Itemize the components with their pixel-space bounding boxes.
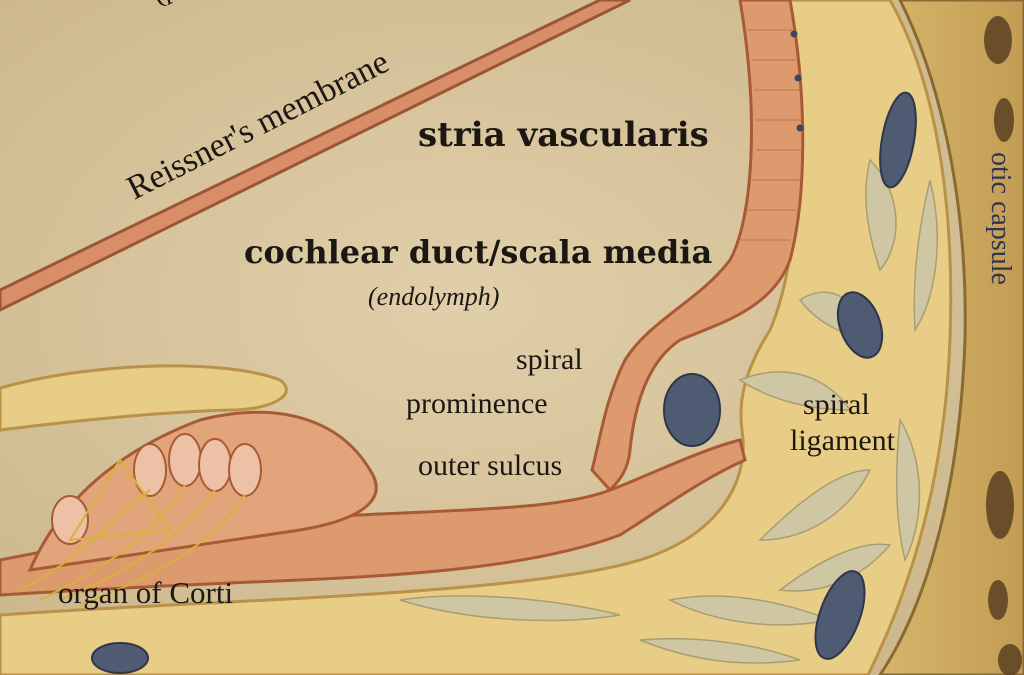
stria-dots bbox=[790, 30, 804, 132]
blood-vessels bbox=[91, 91, 917, 674]
hair-cells bbox=[51, 433, 262, 545]
reissners-membrane bbox=[0, 0, 631, 312]
otic-capsule-label: otic capsule bbox=[985, 152, 1016, 285]
stria-vascularis-band bbox=[590, 0, 805, 493]
endolymph-label: (endolymph) bbox=[368, 282, 500, 311]
organ-of-corti-label: organ of Corti bbox=[58, 575, 234, 610]
ligament-fibers bbox=[399, 158, 938, 664]
cochlear-duct-label: cochlear duct/scala media bbox=[244, 233, 713, 271]
tectorial-membrane bbox=[0, 364, 288, 432]
spiral-ligament-label-line1: spiral bbox=[803, 388, 870, 421]
outer-sulcus-label: outer sulcus bbox=[418, 449, 563, 482]
spiral-ligament-label-line2: ligament bbox=[790, 424, 895, 457]
capsule-pores bbox=[984, 16, 1022, 675]
spiral-prominence-label-line1: spiral bbox=[516, 343, 583, 376]
organ-of-corti bbox=[27, 410, 378, 572]
stria-cells bbox=[738, 29, 802, 241]
spiral-prominence-label-line2: prominence bbox=[406, 387, 548, 420]
stria-vascularis-label: stria vascularis bbox=[418, 115, 709, 155]
nerve-fibers bbox=[19, 458, 246, 606]
